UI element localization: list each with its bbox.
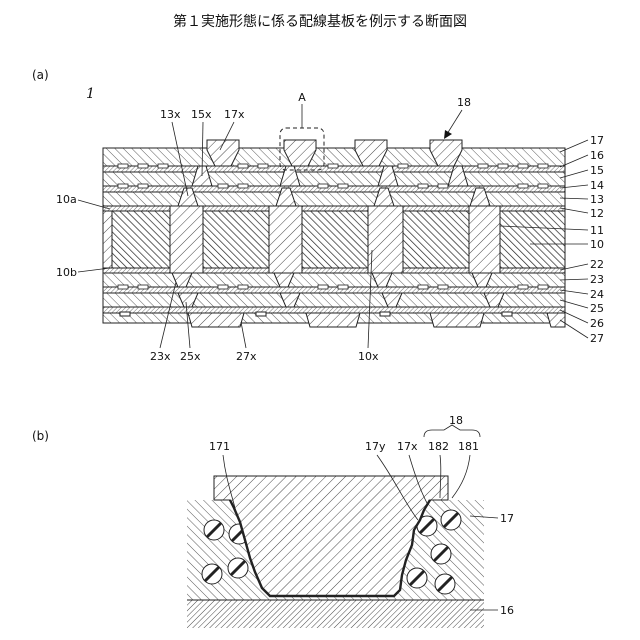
label-15x: 15x: [191, 108, 212, 121]
label-22: 22: [590, 258, 604, 271]
panel-a-label: (a): [32, 68, 49, 82]
label-16: 16: [590, 149, 604, 162]
layer-15-insulation: [103, 172, 565, 186]
label-10b: 10b: [56, 266, 77, 279]
label-24: 24: [590, 288, 604, 301]
label-23: 23: [590, 273, 604, 286]
label-12: 12: [590, 207, 604, 220]
label-15: 15: [590, 164, 604, 177]
layer-23-insulation: [103, 273, 565, 287]
label-25: 25: [590, 302, 604, 315]
layer-24-wiring: [103, 287, 565, 293]
label-23x: 23x: [150, 350, 171, 363]
label-181: 181: [458, 440, 479, 453]
label-10a: 10a: [56, 193, 77, 206]
arrow-icon: [444, 130, 452, 139]
board-ref-numeral: 1: [86, 86, 95, 102]
layer-26-wiring: [103, 307, 565, 313]
label-11: 11: [590, 224, 604, 237]
label-13x: 13x: [160, 108, 181, 121]
label-18-bump: 18: [457, 96, 471, 109]
label-17: 17: [590, 134, 604, 147]
figure-title: 第１実施形態に係る配線基板を例示する断面図: [173, 13, 467, 30]
detail-label-a: A: [298, 91, 306, 104]
layer-13-insulation: [103, 192, 565, 206]
label-17-detail: 17: [500, 512, 514, 525]
detail-layer-16: [187, 600, 484, 628]
label-17x-detail: 17x: [397, 440, 418, 453]
layer-14-wiring: [103, 186, 565, 192]
label-182: 182: [428, 440, 449, 453]
label-26: 26: [590, 317, 604, 330]
panel-a: (a) 1: [32, 68, 604, 363]
label-10x: 10x: [358, 350, 379, 363]
label-13: 13: [590, 193, 604, 206]
label-25x: 25x: [180, 350, 201, 363]
label-18-group: 18: [449, 414, 463, 427]
layer-17-solder-resist: [103, 148, 565, 166]
label-14: 14: [590, 179, 604, 192]
panel-b: (b) 18 171 17y 17x: [32, 414, 514, 628]
panel-b-label: (b): [32, 429, 49, 443]
label-27: 27: [590, 332, 604, 345]
label-171: 171: [209, 440, 230, 453]
label-10: 10: [590, 238, 604, 251]
label-17y: 17y: [365, 440, 386, 453]
label-27x: 27x: [236, 350, 257, 363]
label-16-detail: 16: [500, 604, 514, 617]
label-17x: 17x: [224, 108, 245, 121]
